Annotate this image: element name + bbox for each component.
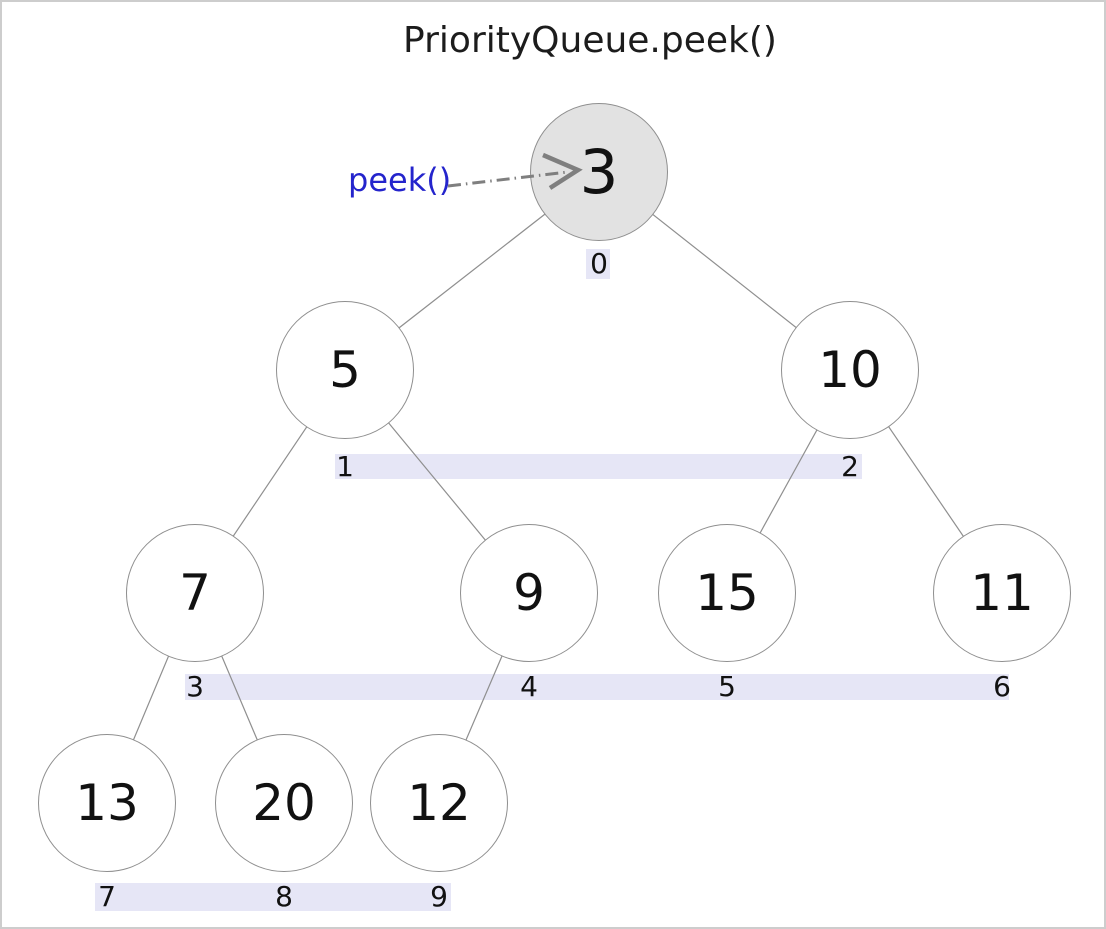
- heap-index-label: 9: [430, 880, 448, 913]
- heap-node-root: 3: [530, 103, 668, 241]
- heap-index-band: [586, 249, 610, 279]
- heap-node: 9: [460, 524, 598, 662]
- heap-index-label: 8: [275, 880, 293, 913]
- heap-index-band: [95, 883, 451, 911]
- peek-annotation-label: peek(): [348, 161, 452, 199]
- heap-node: 11: [933, 524, 1071, 662]
- heap-node: 10: [781, 301, 919, 439]
- heap-node: 5: [276, 301, 414, 439]
- heap-index-label: 0: [590, 247, 608, 280]
- heap-index-label: 7: [98, 880, 116, 913]
- heap-node: 20: [215, 734, 353, 872]
- heap-index-label: 6: [993, 670, 1011, 703]
- heap-index-label: 1: [336, 450, 354, 483]
- heap-node: 13: [38, 734, 176, 872]
- heap-index-label: 3: [186, 670, 204, 703]
- heap-index-band: [185, 674, 1009, 700]
- heap-index-band: [335, 454, 862, 479]
- diagram-title: PriorityQueue.peek(): [403, 20, 777, 61]
- peek-arrow-dash-line: [447, 170, 569, 188]
- heap-index-label: 2: [841, 450, 859, 483]
- peek-arrowhead-icon: [542, 152, 583, 190]
- heap-index-label: 5: [718, 670, 736, 703]
- heap-node: 7: [126, 524, 264, 662]
- heap-node: 12: [370, 734, 508, 872]
- heap-index-label: 4: [520, 670, 538, 703]
- heap-node: 15: [658, 524, 796, 662]
